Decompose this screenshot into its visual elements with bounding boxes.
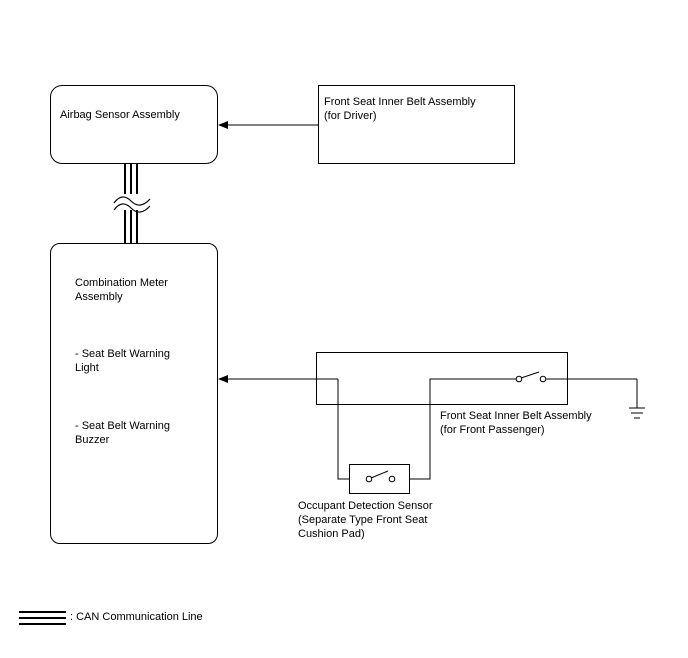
ground-icon	[629, 407, 645, 419]
occupant-switch	[365, 470, 396, 483]
passenger-belt-label: Front Seat Inner Belt Assembly (for Fron…	[440, 410, 592, 436]
airbag-sensor-box: Airbag Sensor Assembly	[50, 85, 218, 164]
occupant-sensor-box	[349, 464, 410, 494]
passenger-circuit	[337, 378, 638, 480]
combination-meter-box: Combination Meter Assembly - Seat Belt W…	[50, 243, 218, 544]
legend-label: : CAN Communication Line	[70, 611, 203, 623]
passenger-belt-box	[316, 352, 568, 405]
legend-can-symbol	[19, 611, 66, 625]
combination-meter-title: Combination Meter Assembly	[75, 277, 168, 303]
driver-belt-label: Front Seat Inner Belt Assembly (for Driv…	[324, 96, 476, 122]
warning-light-item: - Seat Belt Warning Light	[75, 348, 170, 374]
warning-buzzer-item: - Seat Belt Warning Buzzer	[75, 420, 170, 446]
airbag-sensor-label: Airbag Sensor Assembly	[60, 109, 180, 121]
line-break-mark	[110, 194, 154, 213]
driver-belt-box: Front Seat Inner Belt Assembly (for Driv…	[318, 85, 515, 164]
occupant-sensor-label: Occupant Detection Sensor (Separate Type…	[298, 500, 433, 540]
buckle-switch	[515, 371, 547, 383]
